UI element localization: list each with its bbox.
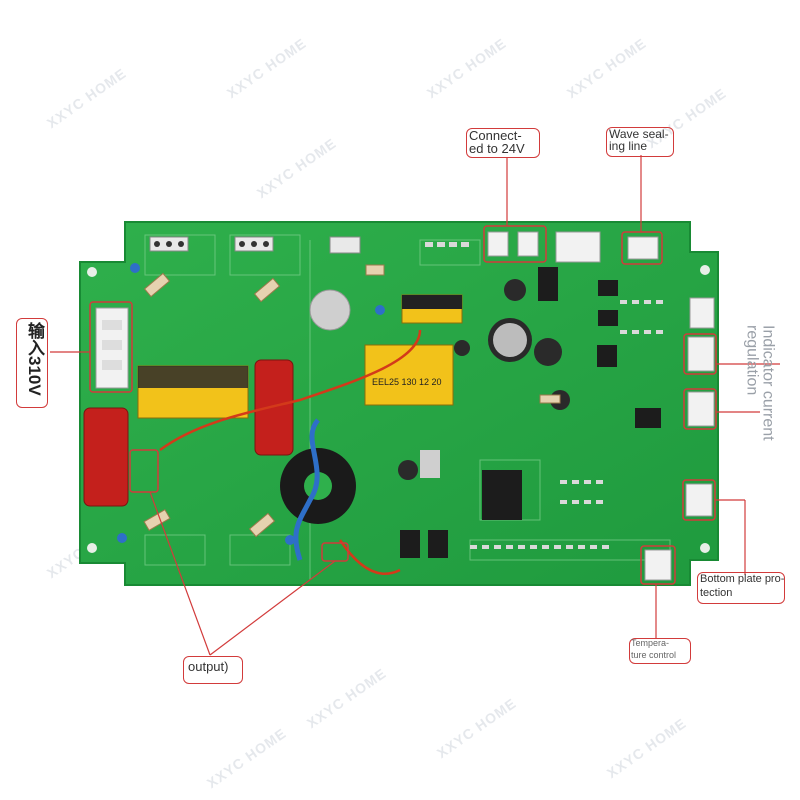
callout-wave-sealing-line2: ing line: [609, 139, 648, 153]
connector-indicator: [687, 336, 715, 372]
callout-24v: [466, 128, 540, 158]
connector-24v: [487, 231, 509, 257]
electrolytic-capacitor: [504, 279, 526, 301]
connector-regulation: [687, 391, 715, 427]
callout-bottom-plate: [697, 572, 785, 604]
ic-chip: [597, 345, 617, 367]
transformer: [364, 344, 454, 406]
callout-bottom-plate-line2: tection: [700, 587, 733, 599]
callout-output: [183, 656, 243, 684]
transistor: [420, 450, 440, 478]
callout-input-310v: [16, 318, 48, 408]
electrolytic-capacitor: [454, 340, 470, 356]
transistor: [400, 530, 420, 558]
transistor: [428, 530, 448, 558]
ic-chip: [598, 310, 618, 326]
callout-wave-sealing: [606, 127, 674, 157]
callout-indicator-current: Indicator current: [759, 325, 777, 441]
svg-text:EEL25 130 12 20: EEL25 130 12 20: [372, 377, 442, 387]
callout-24v-line1: Connect-: [469, 128, 522, 143]
callout-temperature-line1: Tempera-: [631, 638, 670, 648]
callout-temperature: [629, 638, 691, 664]
callout-temperature-line2: ture control: [631, 650, 677, 660]
electrolytic-capacitor: [398, 460, 418, 480]
transistor: [538, 267, 558, 301]
callout-input-310v-label: 输入310V: [25, 322, 44, 396]
capacitor: [83, 407, 129, 507]
connector-right: [689, 297, 715, 329]
connector-top: [555, 231, 601, 263]
ic-chip: [598, 280, 618, 296]
callout-output-label: output): [188, 659, 229, 674]
connector-bottom-plate: [685, 483, 713, 517]
callout-regulation: regulation: [743, 325, 761, 396]
capacitor: [254, 359, 294, 456]
callout-24v-line2: ed to 24V: [469, 141, 525, 156]
mounting-hole: [700, 265, 710, 275]
callout-wave-sealing-line1: Wave seal-: [609, 127, 669, 141]
mounting-hole: [87, 267, 97, 277]
connector-temperature: [644, 549, 672, 581]
ic-chip: [635, 408, 661, 428]
electrolytic-capacitor: [534, 338, 562, 366]
ic-chip: [482, 470, 522, 520]
mounting-hole: [700, 543, 710, 553]
connector-wave-sealing: [627, 236, 659, 260]
callout-bottom-plate-line1: Bottom plate pro-: [700, 573, 785, 585]
connector-24v: [517, 231, 539, 257]
mounting-hole: [87, 543, 97, 553]
